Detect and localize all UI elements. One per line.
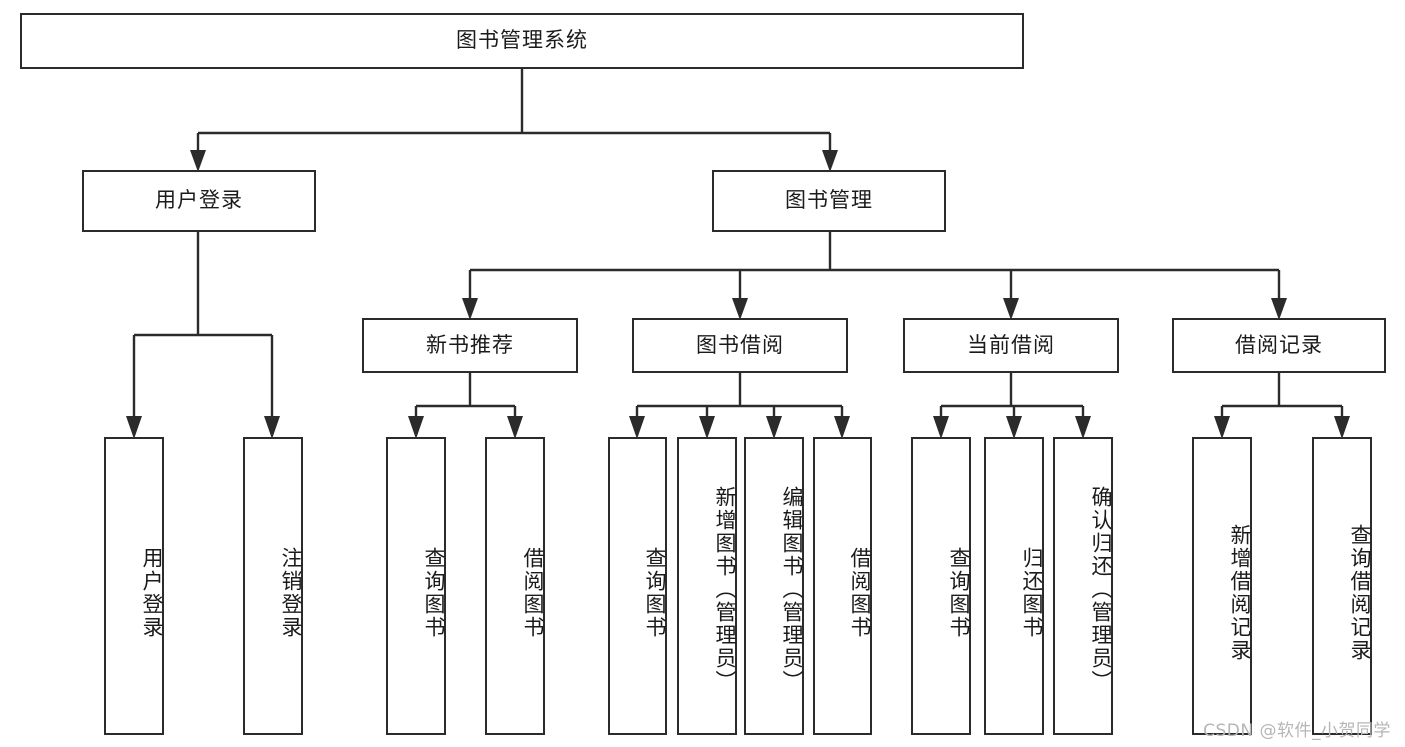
node-leaf-user-login[interactable]: 用户登录 [104, 437, 164, 735]
node-book-borrow[interactable]: 图书借阅 [632, 318, 848, 373]
node-new-book-recommend[interactable]: 新书推荐 [362, 318, 578, 373]
node-borrow-record[interactable]: 借阅记录 [1172, 318, 1386, 373]
node-leaf-query-borrow-record[interactable]: 查询借阅记录 [1312, 437, 1372, 735]
node-leaf-borrow-book-recommend[interactable]: 借阅图书 [485, 437, 545, 735]
node-leaf-return-book[interactable]: 归还图书 [984, 437, 1044, 735]
node-root-system[interactable]: 图书管理系统 [20, 13, 1024, 69]
node-leaf-query-book-current[interactable]: 查询图书 [911, 437, 971, 735]
node-leaf-borrow-book[interactable]: 借阅图书 [813, 437, 872, 735]
node-leaf-query-book-borrow[interactable]: 查询图书 [608, 437, 667, 735]
node-book-management[interactable]: 图书管理 [712, 170, 946, 232]
node-current-borrow[interactable]: 当前借阅 [903, 318, 1119, 373]
node-leaf-logout[interactable]: 注销登录 [243, 437, 303, 735]
node-leaf-confirm-return-admin[interactable]: 确认归还（管理员） [1053, 437, 1113, 735]
node-leaf-edit-book-admin[interactable]: 编辑图书（管理员） [744, 437, 804, 735]
node-leaf-query-book-recommend[interactable]: 查询图书 [386, 437, 446, 735]
node-leaf-add-borrow-record[interactable]: 新增借阅记录 [1192, 437, 1252, 735]
node-user-login[interactable]: 用户登录 [82, 170, 316, 232]
node-leaf-add-book-admin[interactable]: 新增图书（管理员） [677, 437, 737, 735]
